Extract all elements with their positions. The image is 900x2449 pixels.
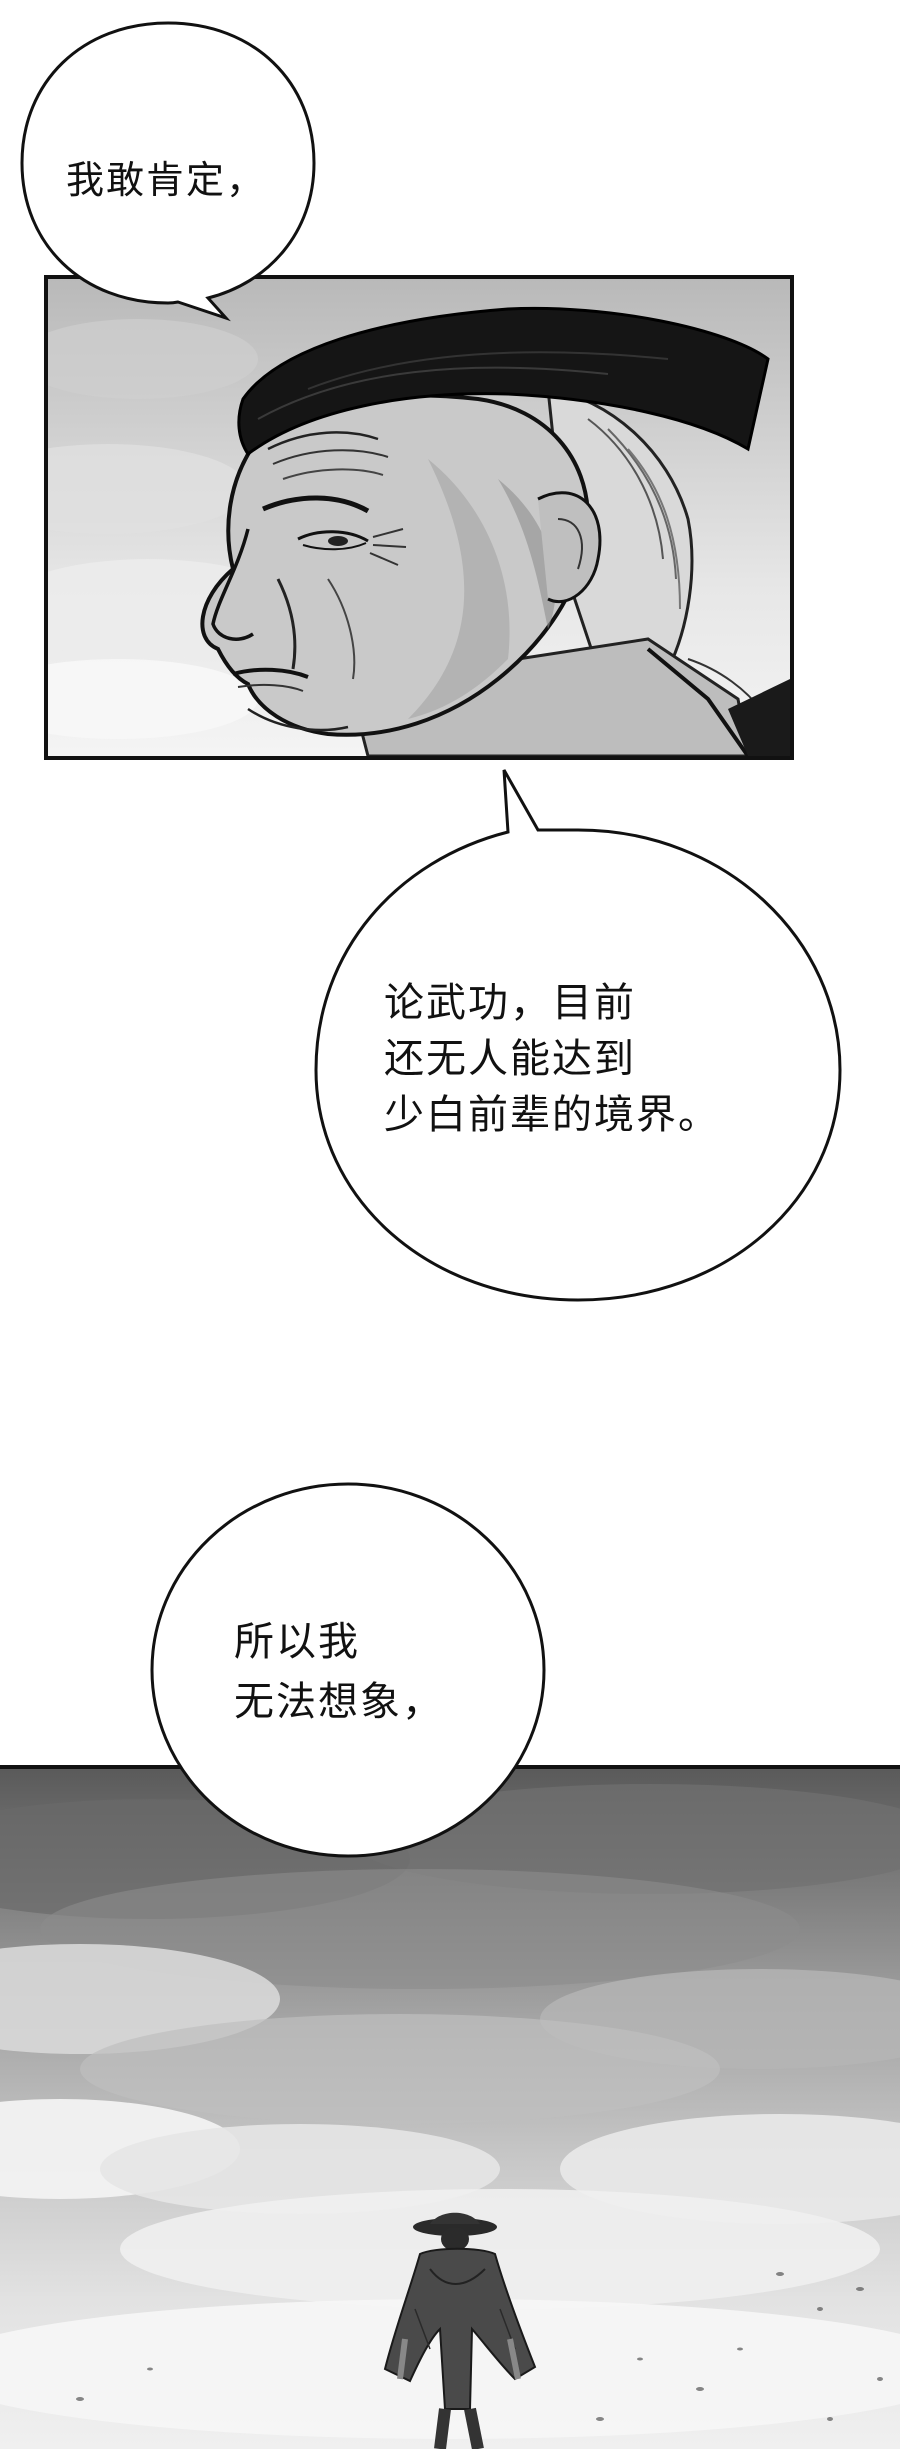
speech-bubble-2: 论武功，目前 还无人能达到 少白前辈的境界。: [308, 769, 848, 1310]
wanderer-figure: [383, 2212, 537, 2449]
speech-bubble-2-line-3: 少白前辈的境界。: [384, 1092, 720, 1138]
speech-bubble-1: 我敢肯定，: [18, 18, 318, 322]
panel-old-man-closeup: [44, 275, 794, 760]
speech-bubble-2-line-1: 论武功，目前: [384, 980, 636, 1026]
wanderer-illustration: [0, 1784, 900, 2449]
old-man-illustration: [48, 306, 790, 756]
panel-wanderer-sky: [0, 1765, 900, 2449]
speech-bubble-1-shape: [20, 21, 316, 322]
speech-bubble-2-shape: [314, 769, 842, 1302]
speech-bubble-1-text: 我敢肯定，: [66, 156, 266, 204]
speech-bubble-2-text: 论武功，目前 还无人能达到 少白前辈的境界。: [384, 975, 720, 1143]
speech-bubble-2-line-2: 还无人能达到: [384, 1036, 636, 1082]
speech-bubble-3-text: 所以我 无法想象，: [234, 1612, 444, 1732]
speech-bubble-3-line-2: 无法想象，: [234, 1679, 444, 1725]
speech-bubble-1-line-1: 我敢肯定，: [66, 158, 267, 202]
speech-bubble-3-shape: [150, 1482, 546, 1858]
speech-bubble-3-line-1: 所以我: [234, 1619, 360, 1665]
speech-bubble-3: 所以我 无法想象，: [148, 1480, 548, 1860]
